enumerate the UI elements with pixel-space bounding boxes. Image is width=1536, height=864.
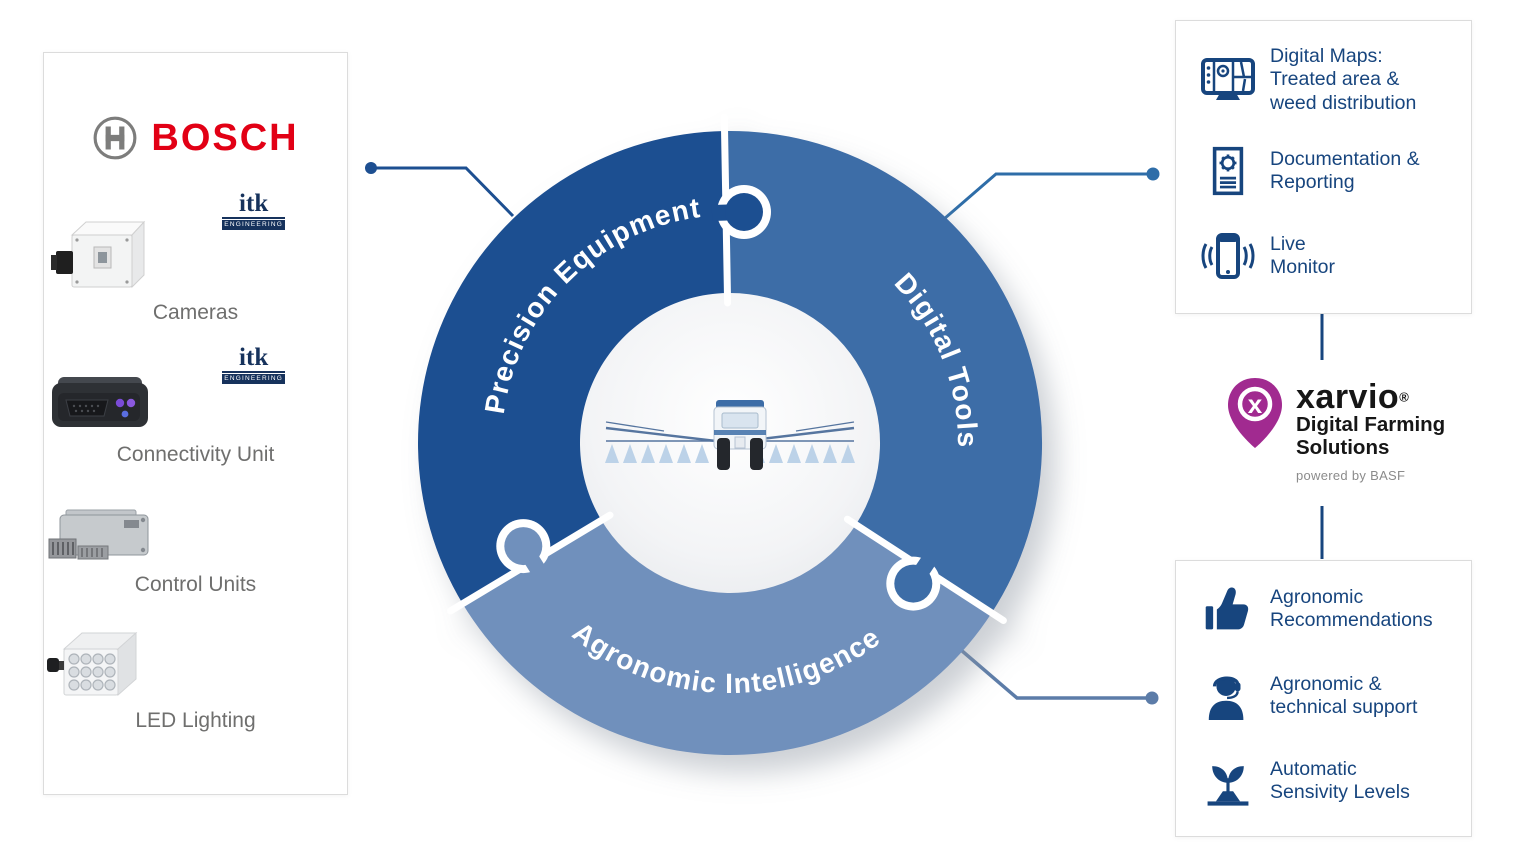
agronomic-panel: Agronomic Recommendations Agronomic & te… bbox=[1175, 560, 1472, 837]
digital-maps-icon bbox=[1198, 56, 1258, 104]
top-right-connector-line bbox=[943, 172, 1153, 221]
support-headset-icon bbox=[1198, 669, 1258, 723]
bosch-logo: BOSCH bbox=[44, 115, 347, 161]
xarvio-subtitle: Digital Farming bbox=[1296, 413, 1446, 436]
item-live-monitor: Live Monitor bbox=[1198, 229, 1463, 283]
item-agronomic-recommendations: Agronomic Recommendations bbox=[1198, 583, 1463, 635]
product-label: Control Units bbox=[134, 573, 257, 596]
control-unit-image bbox=[48, 509, 149, 560]
product-led-lighting: LED Lighting bbox=[44, 623, 347, 733]
segment-agronomic-intelligence bbox=[462, 520, 992, 755]
item-text: Automatic Sensivity Levels bbox=[1270, 757, 1410, 803]
bottom-right-connector-dot bbox=[1145, 691, 1159, 705]
segment-precision-equipment bbox=[418, 131, 728, 604]
powered-by-basf-text: powered by BASF bbox=[1296, 468, 1406, 484]
led-lighting-image bbox=[47, 631, 138, 697]
item-text: Documentation & Reporting bbox=[1270, 147, 1420, 193]
product-connectivity-unit: itk ENGINEERING Connectivity Unit bbox=[44, 345, 347, 467]
svg-text:x: x bbox=[1248, 389, 1263, 419]
xarvio-wordmark: xarvio® Digital Farming Solutions powere… bbox=[1296, 376, 1445, 488]
connectivity-unit-image bbox=[52, 377, 148, 427]
item-text: Agronomic Recommendations bbox=[1270, 585, 1433, 631]
documentation-icon bbox=[1198, 143, 1258, 199]
camera-image bbox=[51, 220, 146, 289]
top-right-connector-dot bbox=[1146, 167, 1160, 181]
xarvio-pin-icon: x bbox=[1228, 378, 1282, 448]
item-text: Agronomic & technical support bbox=[1270, 672, 1418, 718]
item-digital-maps: Digital Maps: Treated area & weed distri… bbox=[1198, 45, 1463, 115]
product-label: Connectivity Unit bbox=[116, 443, 275, 466]
product-control-units: Control Units bbox=[44, 505, 347, 597]
bosch-logo-text: BOSCH bbox=[151, 116, 299, 159]
left-connector-dot bbox=[365, 162, 377, 174]
item-documentation: Documentation & Reporting bbox=[1198, 143, 1463, 199]
xarvio-subtitle: Solutions bbox=[1296, 435, 1390, 459]
product-cameras: itk ENGINEERING Cameras bbox=[44, 191, 347, 325]
puzzle-knob-top bbox=[725, 193, 763, 231]
item-text: Live Monitor bbox=[1270, 232, 1336, 278]
itk-logo: itk ENGINEERING bbox=[222, 190, 285, 230]
product-label: Cameras bbox=[152, 301, 239, 324]
registered-mark: ® bbox=[1399, 389, 1409, 405]
product-label: LED Lighting bbox=[135, 709, 256, 732]
live-monitor-icon bbox=[1198, 229, 1258, 283]
itk-logo: itk ENGINEERING bbox=[222, 344, 285, 384]
bosch-anchor-icon bbox=[93, 116, 137, 160]
thumbs-up-icon bbox=[1198, 583, 1258, 635]
xarvio-logo: x xarvio® Digital Farming Solutions powe… bbox=[1224, 376, 1474, 488]
xarvio-brand-text: xarvio bbox=[1296, 378, 1400, 416]
bosch-products-panel: BOSCH itk ENGINEERING Cameras bbox=[43, 52, 348, 795]
connector-lines bbox=[365, 162, 1324, 705]
puzzle-knob-bottom-right bbox=[894, 564, 933, 603]
segment-digital-tools bbox=[724, 130, 1043, 613]
left-connector-line bbox=[371, 166, 515, 218]
crop-sprayer-image bbox=[605, 400, 855, 470]
plant-icon bbox=[1198, 755, 1258, 807]
puzzle-knob-bottom-left bbox=[504, 527, 543, 566]
item-technical-support: Agronomic & technical support bbox=[1198, 669, 1463, 723]
item-automatic-sensitivity: Automatic Sensivity Levels bbox=[1198, 755, 1463, 807]
item-text: Digital Maps: Treated area & weed distri… bbox=[1270, 45, 1417, 114]
bottom-right-connector-line bbox=[959, 648, 1152, 700]
digital-tools-panel: Digital Maps: Treated area & weed distri… bbox=[1175, 20, 1472, 314]
